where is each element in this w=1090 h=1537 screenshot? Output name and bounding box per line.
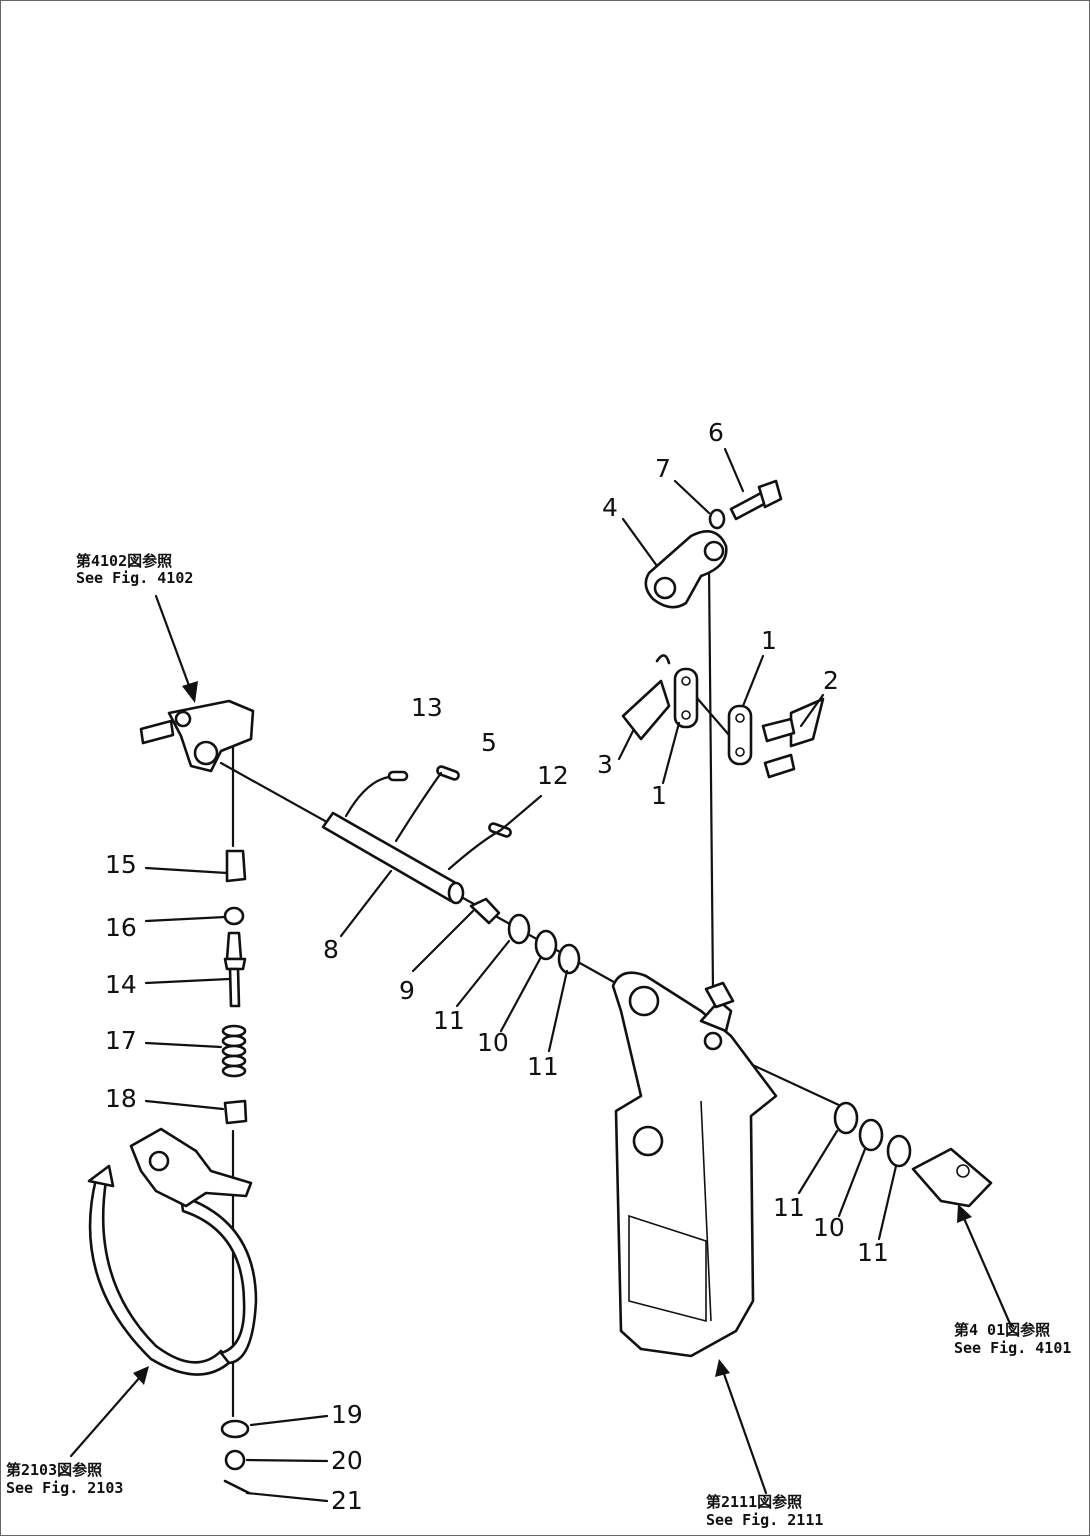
callout-5: 5 — [481, 728, 497, 757]
callout-8: 8 — [323, 935, 339, 964]
clevis-15 — [225, 849, 247, 883]
fitting-9 — [469, 897, 501, 925]
seal-11-a — [507, 913, 531, 945]
callout-15: 15 — [105, 850, 137, 879]
callout-18: 18 — [105, 1084, 137, 1113]
callout-11-b: 11 — [527, 1052, 559, 1081]
callout-20: 20 — [331, 1446, 363, 1475]
plate-2 — [789, 697, 825, 748]
callout-13: 13 — [411, 693, 443, 722]
ref-4102-en: See Fig. 4102 — [76, 569, 193, 587]
plate-3 — [621, 679, 671, 741]
callout-4: 4 — [602, 493, 618, 522]
callout-7: 7 — [655, 454, 671, 483]
bushing-10-b — [858, 1118, 884, 1152]
reference-labels: 第4102図参照 See Fig. 4102 第4 01図参照 See Fig.… — [6, 552, 1071, 1529]
washer-19 — [220, 1419, 250, 1439]
bushing-10-a — [534, 929, 558, 961]
upper-left-bracket — [139, 699, 255, 773]
callout-1-top: 1 — [761, 626, 777, 655]
ref-2103-jp: 第2103図参照 — [6, 1461, 102, 1479]
brake-band — [87, 1127, 258, 1376]
shaft-8-end — [447, 881, 465, 905]
link-axis — [695, 696, 731, 737]
ref-4102-jp: 第4102図参照 — [76, 552, 172, 570]
nut-16 — [223, 906, 245, 926]
leader-lines — [144, 447, 898, 1503]
link-1-left — [673, 667, 699, 729]
link-1-right — [727, 704, 753, 766]
right-bracket — [911, 1147, 993, 1208]
lever-4 — [644, 530, 728, 609]
callout-numbers: 6 7 4 1 2 3 1 13 5 12 8 9 11 10 11 15 16… — [105, 418, 889, 1515]
rod-14 — [223, 931, 247, 1008]
callout-10-a: 10 — [477, 1028, 509, 1057]
pin-21 — [223, 1479, 251, 1495]
ref-2111-jp: 第2111図参照 — [706, 1493, 802, 1511]
callout-10-b: 10 — [813, 1213, 845, 1242]
pin-2a — [761, 717, 796, 743]
spring-17 — [221, 1024, 247, 1078]
callout-2: 2 — [823, 666, 839, 695]
callout-19: 19 — [331, 1400, 363, 1429]
callout-3: 3 — [597, 750, 613, 779]
seal-11-b — [557, 943, 581, 975]
shaft-8 — [321, 811, 463, 903]
ref-4101-jp: 第4 01図参照 — [954, 1321, 1050, 1339]
callout-6: 6 — [708, 418, 724, 447]
callout-11-d: 11 — [857, 1238, 889, 1267]
washer-7 — [708, 508, 726, 530]
nut-20 — [224, 1449, 246, 1471]
bolt-6 — [729, 479, 783, 521]
ref-2111-en: See Fig. 2111 — [706, 1511, 823, 1529]
key-5 — [436, 765, 460, 781]
callout-9: 9 — [399, 976, 415, 1005]
main-housing — [611, 971, 778, 1358]
vertical-link-axis — [707, 564, 715, 993]
pin-2b — [763, 753, 796, 779]
callout-16: 16 — [105, 913, 137, 942]
seal-11-c — [833, 1101, 859, 1135]
callout-14: 14 — [105, 970, 137, 999]
callout-11-a: 11 — [433, 1006, 465, 1035]
reference-arrows — [69, 594, 1013, 1495]
nut-18 — [223, 1099, 248, 1125]
callout-21: 21 — [331, 1486, 363, 1515]
ref-2103-en: See Fig. 2103 — [6, 1479, 123, 1497]
arrow-heads — [133, 681, 972, 1385]
callout-17: 17 — [105, 1026, 137, 1055]
callout-11-c: 11 — [773, 1193, 805, 1222]
callout-1-bottom: 1 — [651, 781, 667, 810]
seal-11-d — [886, 1134, 912, 1168]
callout-12: 12 — [537, 761, 569, 790]
key-13 — [387, 770, 409, 782]
clip-3 — [655, 654, 671, 665]
ref-4101-en: See Fig. 4101 — [954, 1339, 1071, 1357]
